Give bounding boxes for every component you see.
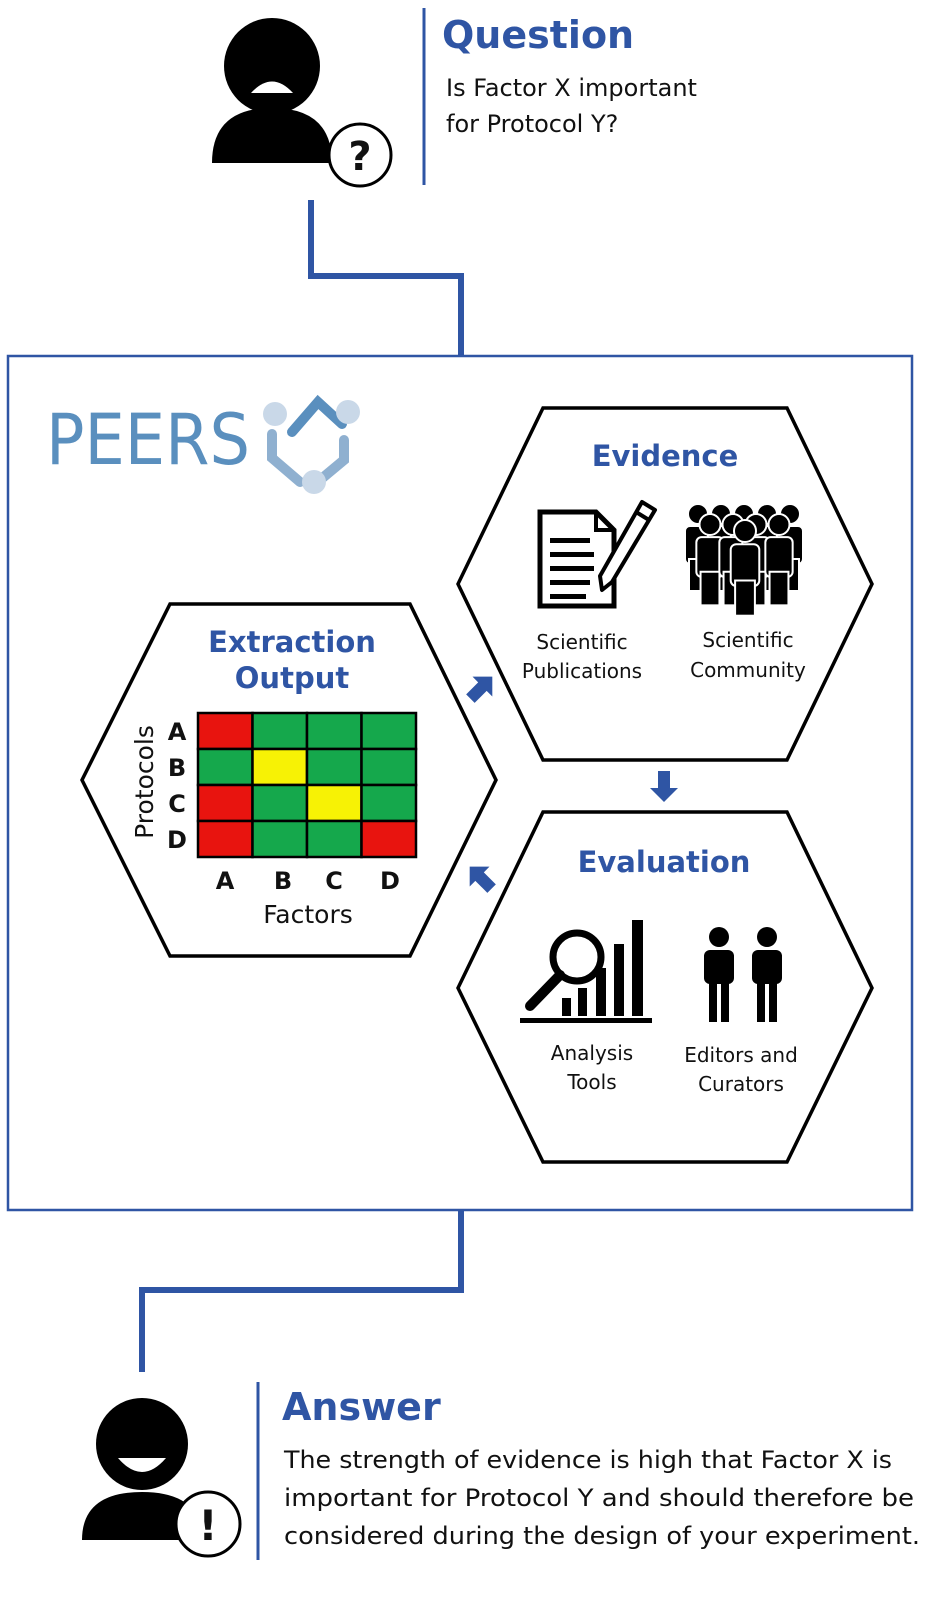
matrix-cell-b-d	[360, 747, 418, 787]
matrix-cell-d-d	[360, 819, 418, 859]
evidence-item-1-line-1: Scientific	[536, 630, 627, 654]
extraction-output-hexagon: Extraction Output Protocols Factors ABCD…	[80, 602, 498, 958]
evaluation-item-1-line-2: Tools	[566, 1070, 616, 1094]
matrix-cell-c-b	[251, 783, 309, 823]
hexagon-network-icon	[263, 394, 360, 494]
crowd-icon	[684, 503, 804, 617]
matrix-cell-a-c	[305, 711, 363, 751]
row-label-a: A	[168, 718, 187, 746]
evaluation-item-2-line-1: Editors and	[684, 1043, 798, 1067]
matrix-cell-b-a	[196, 747, 254, 787]
factors-axis-label: Factors	[263, 900, 353, 929]
matrix-cell-a-a	[196, 711, 254, 751]
evaluation-item-2-line-2: Curators	[698, 1072, 784, 1096]
extraction-title-line-1: Extraction	[208, 625, 376, 659]
answer-title: Answer	[282, 1385, 441, 1429]
col-label-d: D	[380, 867, 400, 895]
matrix-cell-b-c	[305, 747, 363, 787]
arrow-to-evaluation	[650, 771, 678, 802]
matrix-cell-a-b	[251, 711, 309, 751]
matrix-cell-d-c	[305, 819, 363, 859]
evidence-item-2-line-2: Community	[690, 658, 806, 682]
connector-bottom	[139, 1210, 464, 1372]
peers-logo: PEERS	[46, 394, 360, 494]
peers-logo-text: PEERS	[46, 399, 250, 481]
evaluation-item-1-line-1: Analysis	[551, 1041, 633, 1065]
col-label-c: C	[325, 867, 343, 895]
question-line-2: for Protocol Y?	[446, 110, 618, 138]
question-mark-badge: ?	[348, 134, 371, 180]
arrow-to-extraction	[469, 866, 496, 893]
row-label-d: D	[167, 826, 187, 854]
evidence-matrix	[196, 711, 418, 859]
answer-line-1: The strength of evidence is high that Fa…	[283, 1446, 892, 1474]
evaluation-hexagon: Evaluation Analysis Tools Editors and Cu…	[456, 810, 874, 1164]
col-label-a: A	[216, 867, 235, 895]
document-pen-icon	[537, 500, 657, 609]
evidence-title: Evidence	[592, 439, 739, 473]
questioning-user-icon: ?	[212, 18, 393, 188]
evidence-item-2-line-1: Scientific	[702, 628, 793, 652]
evaluation-title: Evaluation	[578, 845, 751, 879]
row-label-c: C	[168, 790, 186, 818]
matrix-cell-c-c	[305, 783, 363, 823]
answering-user-icon: !	[82, 1398, 242, 1558]
matrix-cell-a-d	[360, 711, 418, 751]
matrix-col-labels: A B C D	[216, 867, 400, 895]
two-people-icon	[704, 927, 782, 1022]
matrix-cell-d-b	[251, 819, 309, 859]
extraction-title-line-2: Output	[235, 661, 350, 695]
question-title: Question	[442, 13, 634, 57]
evidence-hexagon: Evidence Scientific Publications Scienti…	[456, 406, 874, 762]
connector-top	[308, 200, 464, 356]
answer-line-2: important for Protocol Y and should ther…	[284, 1484, 914, 1512]
evidence-item-1-line-2: Publications	[522, 659, 642, 683]
answer-section: ! Answer The strength of evidence is hig…	[82, 1382, 920, 1560]
magnifier-chart-icon	[520, 920, 652, 1023]
exclamation-badge: !	[198, 1501, 217, 1550]
matrix-cell-b-b	[251, 747, 309, 787]
arrow-to-evidence	[466, 676, 493, 703]
matrix-cell-c-d	[360, 783, 418, 823]
answer-line-3: considered during the design of your exp…	[284, 1522, 920, 1550]
col-label-b: B	[274, 867, 292, 895]
row-label-b: B	[168, 754, 186, 782]
matrix-cell-d-a	[196, 819, 254, 859]
matrix-cell-c-a	[196, 783, 254, 823]
question-section: ? Question Is Factor X important for Pro…	[212, 8, 697, 188]
question-line-1: Is Factor X important	[446, 74, 697, 102]
protocols-axis-label: Protocols	[130, 725, 159, 839]
